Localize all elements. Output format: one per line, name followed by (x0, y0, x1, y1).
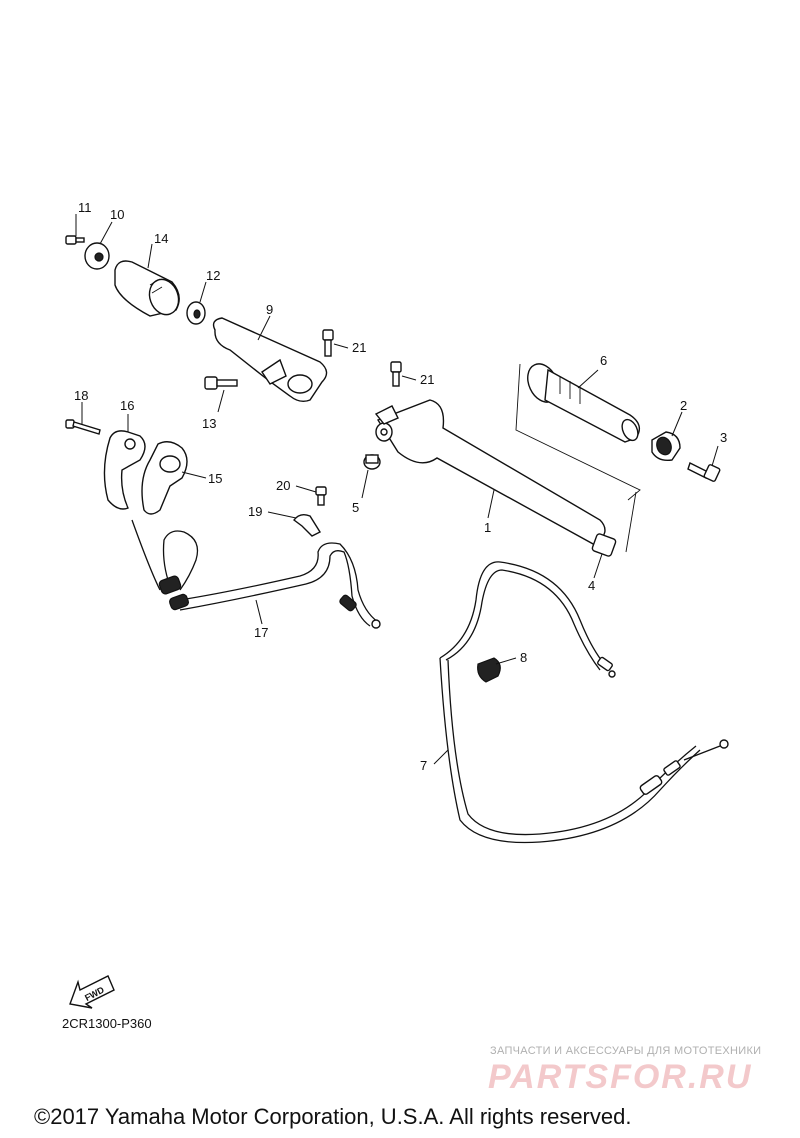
part-16-housing-upper (103, 430, 146, 510)
callout-13: 13 (202, 416, 216, 431)
callout-3: 3 (720, 430, 727, 445)
part-1-handlebar-right (374, 399, 606, 546)
part-9-handlebar-left (212, 317, 328, 403)
part-12-collar (186, 301, 206, 325)
part-5-pin (363, 454, 381, 470)
callout-2: 2 (680, 398, 687, 413)
callout-1: 1 (484, 520, 491, 535)
callout-21-b: 21 (420, 372, 434, 387)
part-2-grip-end (651, 431, 681, 462)
callout-20: 20 (276, 478, 290, 493)
callout-12: 12 (206, 268, 220, 283)
leader-lines (75, 214, 719, 765)
callout-14: 14 (154, 231, 168, 246)
callout-8: 8 (520, 650, 527, 665)
part-11-screw (65, 235, 85, 245)
part-21-bolt-a (322, 329, 334, 357)
callout-10: 10 (110, 207, 124, 222)
part-20-screw (315, 486, 327, 506)
part-17-throttle-cable (131, 519, 381, 629)
part-7-clutch-cable (439, 561, 729, 844)
part-8-holder (477, 657, 501, 683)
drawing-code: 2CR1300-P360 (62, 1016, 152, 1031)
assembly-guide-lines (515, 363, 641, 553)
callout-18: 18 (74, 388, 88, 403)
part-6-grip (527, 363, 641, 443)
part-3-screw (687, 462, 721, 482)
callout-16: 16 (120, 398, 134, 413)
fwd-arrow-icon: FWD (69, 975, 115, 1009)
callout-21-a: 21 (352, 340, 366, 355)
callout-15: 15 (208, 471, 222, 486)
watermark-logo: PARTSFOR.RU (488, 1058, 753, 1096)
callout-19: 19 (248, 504, 262, 519)
callout-11: 11 (78, 200, 92, 215)
part-4-weight (591, 533, 617, 557)
copyright-notice: ©2017 Yamaha Motor Corporation, U.S.A. A… (34, 1104, 632, 1129)
part-19-clamp (293, 513, 322, 537)
part-14-throttle-grip (114, 260, 180, 317)
callout-7: 7 (420, 758, 427, 773)
part-13-bolt (204, 376, 238, 390)
callout-5: 5 (352, 500, 359, 515)
watermark-tagline: ЗАПЧАСТИ И АКСЕССУАРЫ ДЛЯ МОТОТЕХНИКИ (490, 1045, 762, 1057)
callout-9: 9 (266, 302, 273, 317)
part-10-bar-end (84, 242, 110, 270)
callout-6: 6 (600, 353, 607, 368)
part-21-bolt-b (390, 361, 402, 387)
part-15-housing-lower (141, 441, 188, 515)
part-18-screw (65, 419, 101, 435)
callout-17: 17 (254, 625, 268, 640)
callout-4: 4 (588, 578, 595, 593)
